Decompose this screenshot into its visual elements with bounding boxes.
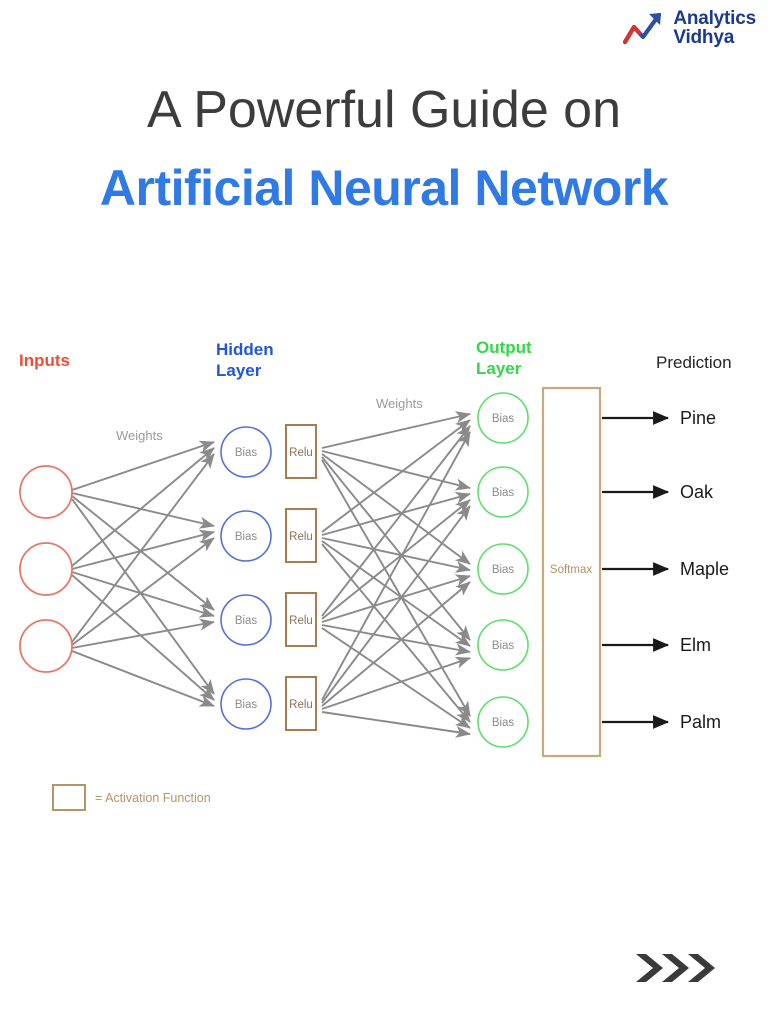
activation-box xyxy=(285,676,317,731)
prediction-label-oak: Oak xyxy=(680,482,714,502)
hidden-node xyxy=(220,594,272,646)
activation-label: Relu xyxy=(289,447,313,459)
arrow-trend-up-icon xyxy=(623,12,662,45)
label-inputs: Inputs xyxy=(19,351,70,370)
input-node xyxy=(19,542,73,596)
output-nodes: Bias Bias Bias Bias Bias xyxy=(477,392,529,748)
network-graph: Bias Relu Bias Relu Bias Relu Bias Relu … xyxy=(19,386,670,758)
hidden-node xyxy=(220,678,272,730)
legend-activation-box-icon xyxy=(52,784,86,811)
connections-input-hidden xyxy=(71,440,215,707)
prediction-label-maple: Maple xyxy=(680,559,730,579)
legend-text: = Activation Function xyxy=(95,790,211,805)
activation-label: Relu xyxy=(289,615,313,627)
brand-line-1: Analytics xyxy=(673,7,756,29)
label-output-layer: Output Layer xyxy=(476,338,532,379)
connections-hidden-output xyxy=(321,411,471,738)
hidden-node-label: Bias xyxy=(235,615,258,627)
output-node-label: Bias xyxy=(492,717,515,729)
activation-label: Relu xyxy=(289,699,313,711)
activation-box xyxy=(285,508,317,563)
activation-box xyxy=(285,592,317,647)
hidden-node xyxy=(220,426,272,478)
output-node xyxy=(477,392,529,444)
output-node xyxy=(477,543,529,595)
prediction-arrows xyxy=(602,411,670,729)
label-weights-input-hidden: Weights xyxy=(116,428,163,443)
title-line-2: Artificial Neural Network xyxy=(99,160,669,217)
label-weights-hidden-output: Weights xyxy=(376,396,423,411)
brand-line-2: Vidhya xyxy=(673,27,735,48)
neural-network-diagram: Inputs Hidden Layer Output Layer Predict… xyxy=(0,330,768,830)
output-node-label: Bias xyxy=(492,413,515,425)
input-node xyxy=(19,465,73,519)
output-node xyxy=(477,696,529,748)
output-node xyxy=(477,619,529,671)
hidden-node-label: Bias xyxy=(235,447,258,459)
prediction-label-pine: Pine xyxy=(680,408,717,428)
output-node-label: Bias xyxy=(492,564,515,576)
hidden-nodes: Bias Relu Bias Relu Bias Relu Bias Relu xyxy=(220,424,317,731)
page-title: A Powerful Guide on Artificial Neural Ne… xyxy=(0,81,768,217)
hidden-node-label: Bias xyxy=(235,531,258,543)
input-nodes xyxy=(19,465,73,673)
hidden-node xyxy=(220,510,272,562)
label-hidden-layer: Hidden Layer xyxy=(216,340,274,381)
output-node-label: Bias xyxy=(492,487,515,499)
brand-wordmark: Analytics Vidhya xyxy=(673,7,756,48)
softmax-box: Softmax xyxy=(541,386,602,758)
title-line-1: A Powerful Guide on xyxy=(146,81,622,139)
activation-box xyxy=(285,424,317,479)
brand-logo: Analytics Vidhya xyxy=(623,8,756,48)
input-node xyxy=(19,619,73,673)
prediction-label-palm: Palm xyxy=(680,712,722,732)
triple-chevron-right-icon xyxy=(636,954,715,982)
softmax-label: Softmax xyxy=(550,564,592,576)
hidden-node-label: Bias xyxy=(235,699,258,711)
output-node-label: Bias xyxy=(492,640,515,652)
output-node xyxy=(477,466,529,518)
activation-label: Relu xyxy=(289,531,313,543)
prediction-label-elm: Elm xyxy=(680,635,711,655)
legend: = Activation Function xyxy=(52,784,211,811)
label-prediction: Prediction xyxy=(656,353,732,372)
